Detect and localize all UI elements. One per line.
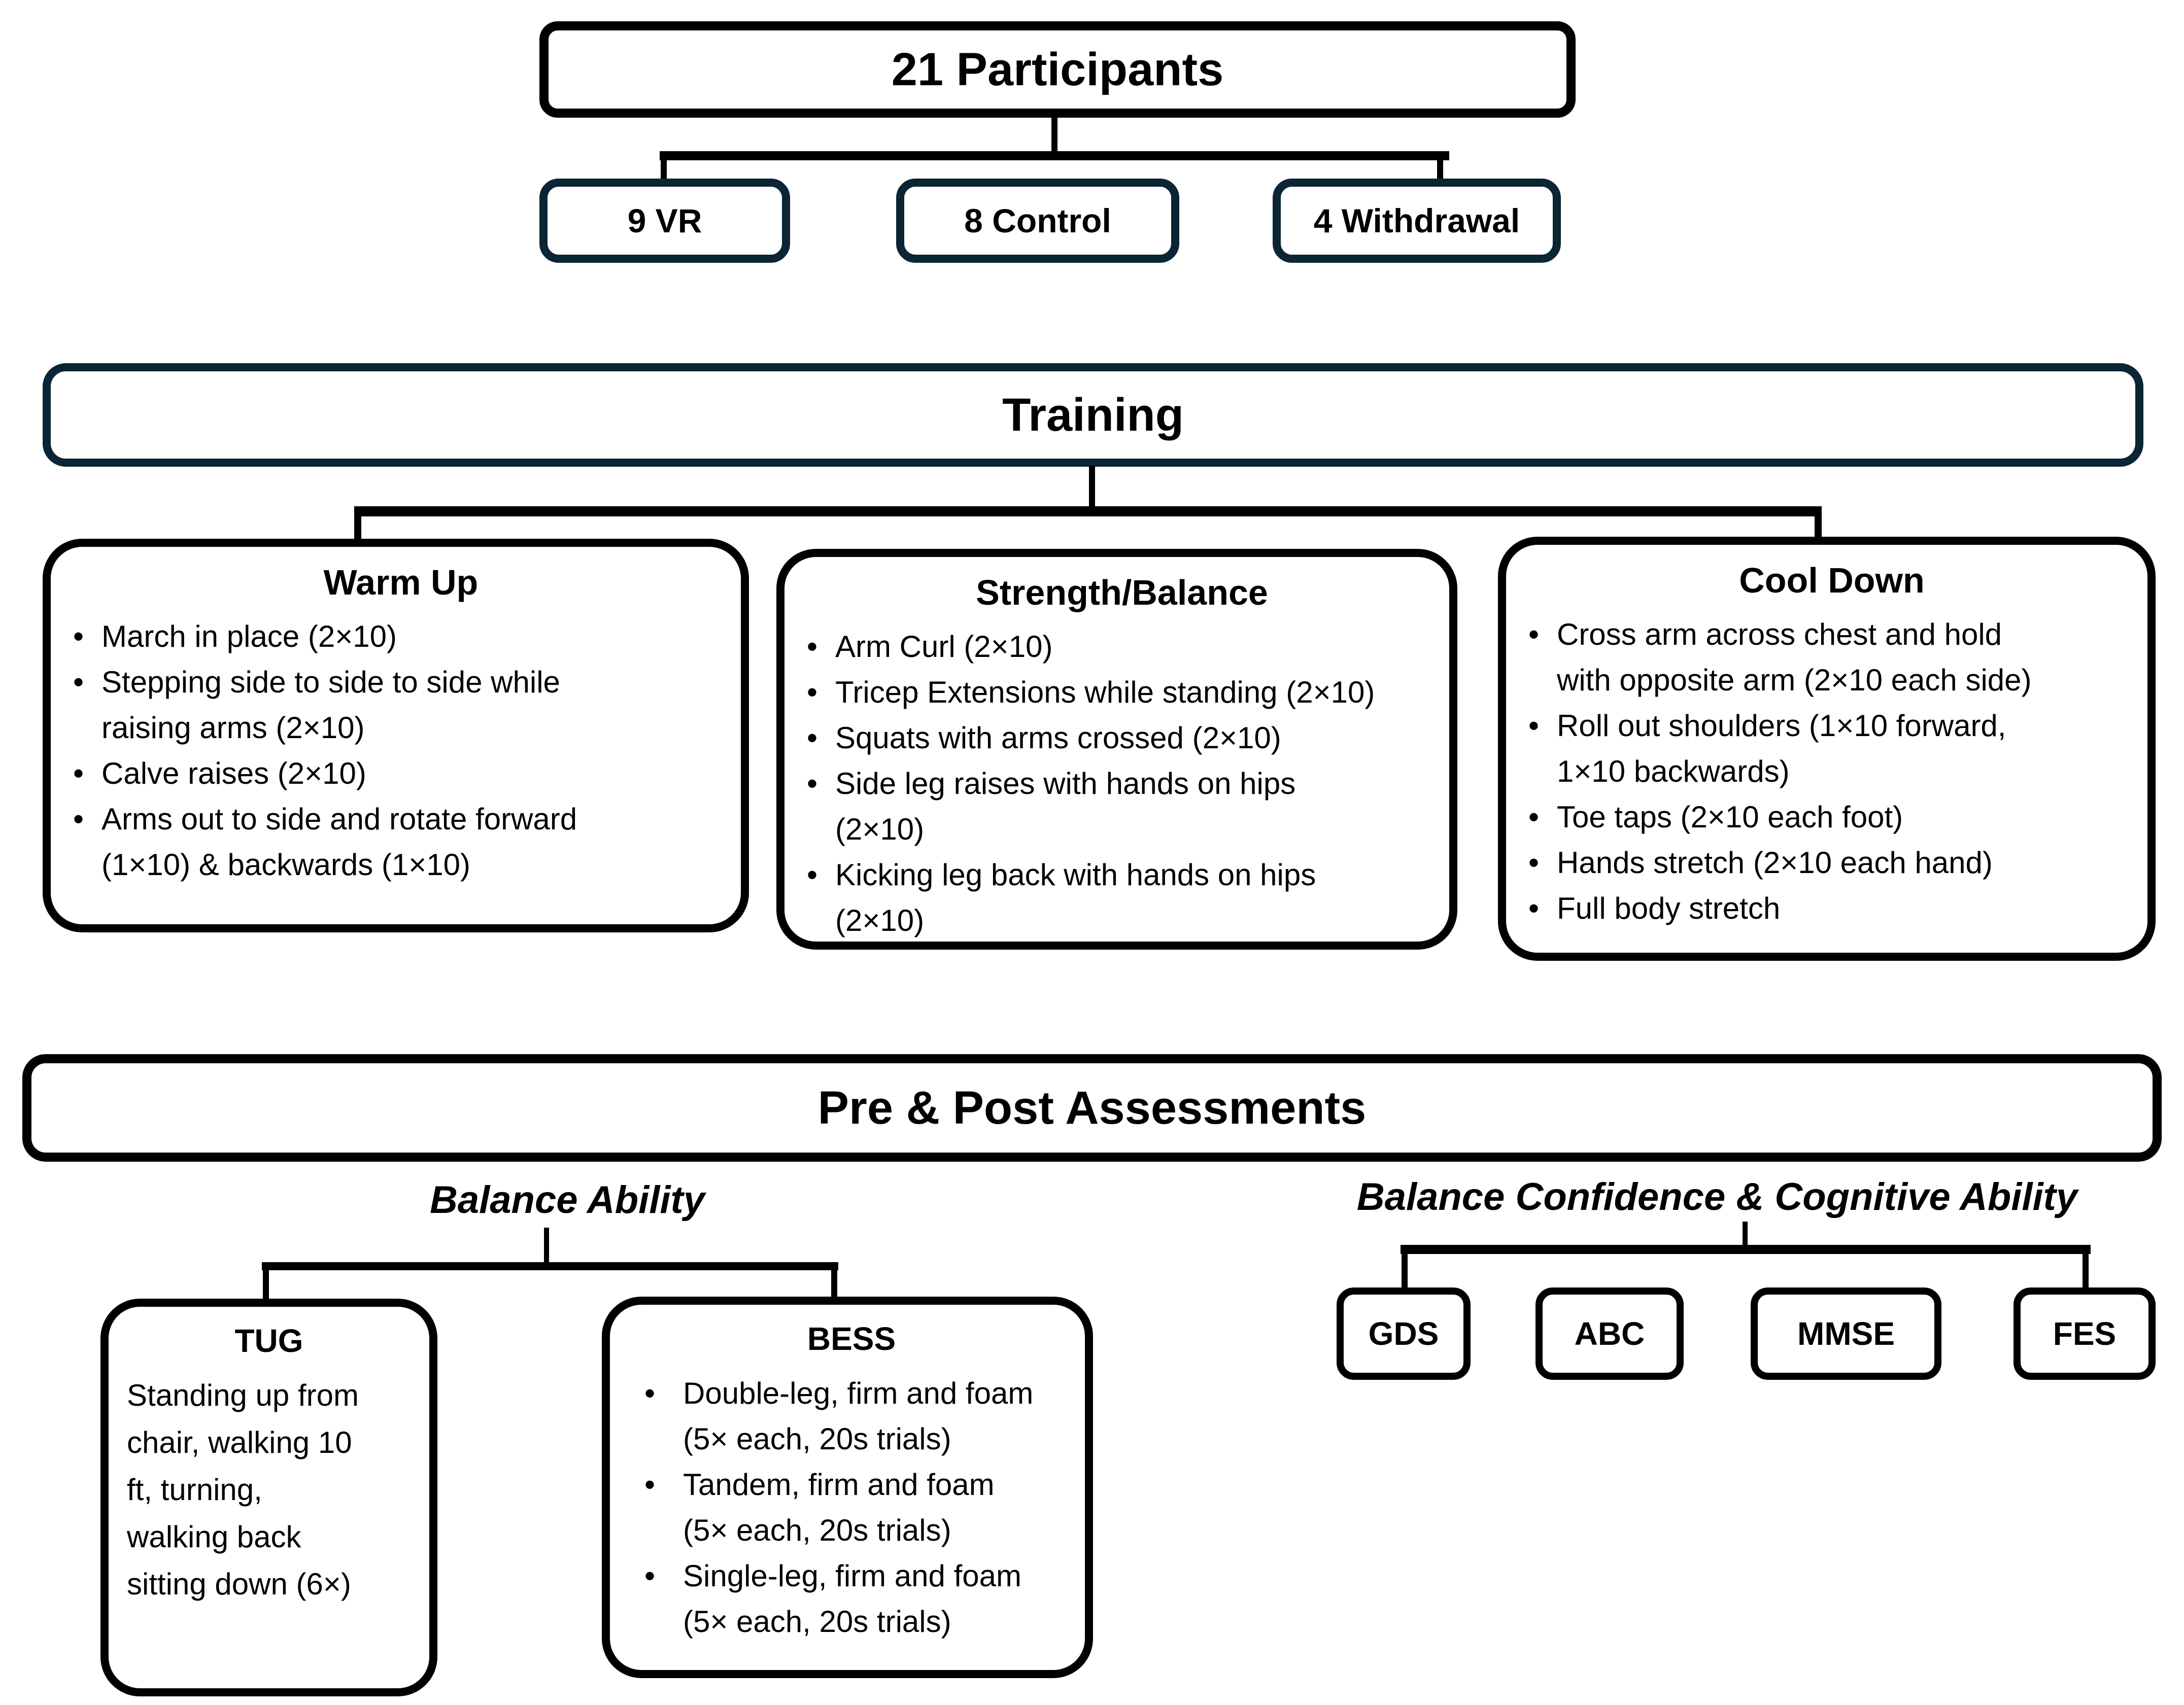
test-box-gds: GDS [1337, 1288, 1471, 1380]
connector-balance-ability-stem [544, 1228, 549, 1267]
training-title-box: Training [43, 363, 2143, 467]
connector-confidence-stem [1743, 1222, 1748, 1251]
group-box-control: 8 Control [896, 179, 1179, 263]
test-box-abc: ABC [1535, 1288, 1684, 1380]
connector-confidence-bar [1401, 1245, 2091, 1254]
list-item: • Full body stretch [1528, 886, 2135, 931]
strength-balance-list: • Arm Curl (2×10) • Tricep Extensions wh… [807, 624, 1437, 944]
strength-balance-title: Strength/Balance [976, 573, 1268, 612]
tug-title: TUG [234, 1323, 303, 1359]
assessments-title-label: Pre & Post Assessments [817, 1082, 1367, 1134]
list-item: • Hands stretch (2×10 each hand) [1528, 840, 2135, 886]
connector-confidence-stub-right [2083, 1251, 2089, 1289]
group-label-withdrawal: 4 Withdrawal [1313, 202, 1520, 239]
connector-participants-bar [660, 151, 1449, 160]
group-box-vr: 9 VR [539, 179, 790, 263]
list-item: • Tricep Extensions while standing (2×10… [807, 670, 1437, 715]
bullet-marker: • [1528, 709, 1540, 743]
bullet-marker: • [73, 802, 84, 836]
balance-ability-heading: Balance Ability [429, 1178, 705, 1222]
tug-panel: TUG Standing up from chair, walking 10 f… [100, 1299, 437, 1696]
bullet-marker: • [644, 1559, 656, 1593]
connector-balance-ability-stub-right [831, 1268, 837, 1299]
bullet-marker: • [807, 630, 818, 664]
list-item: • Double-leg, firm and foam (5× each, 20… [630, 1371, 1073, 1462]
test-box-fes: FES [2014, 1288, 2156, 1380]
test-label-abc: ABC [1574, 1315, 1645, 1352]
connector-participants-stem [1051, 117, 1057, 156]
connector-confidence-stub-left [1402, 1251, 1408, 1289]
bullet-marker: • [644, 1468, 656, 1502]
connector-participants-stub-right [1437, 157, 1443, 182]
list-item: • Arm Curl (2×10) [807, 624, 1437, 670]
connector-balance-ability-bar [262, 1262, 838, 1270]
list-item: • March in place (2×10) [73, 614, 729, 659]
bess-title: BESS [807, 1320, 896, 1357]
list-item: • Arms out to side and rotate forward (1… [73, 796, 729, 888]
list-item: • Single-leg, firm and foam (5× each, 20… [630, 1553, 1073, 1645]
training-title-label: Training [1002, 389, 1184, 441]
warm-up-title: Warm Up [323, 563, 479, 602]
bullet-marker: • [807, 767, 818, 801]
assessments-title-box: Pre & Post Assessments [22, 1054, 2162, 1162]
bullet-marker: • [807, 675, 818, 709]
list-item: • Tandem, firm and foam (5× each, 20s tr… [630, 1462, 1073, 1553]
bullet-marker: • [1528, 800, 1540, 834]
balance-confidence-cognitive-heading: Balance Confidence & Cognitive Ability [1356, 1175, 2078, 1219]
group-label-control: 8 Control [964, 202, 1111, 239]
connector-training-stem [1089, 466, 1095, 510]
list-item: • Calve raises (2×10) [73, 751, 729, 796]
bess-list: • Double-leg, firm and foam (5× each, 20… [630, 1371, 1073, 1645]
cool-down-title: Cool Down [1739, 561, 1925, 600]
list-item: • Toe taps (2×10 each foot) [1528, 794, 2135, 840]
test-label-mmse: MMSE [1797, 1315, 1895, 1352]
list-item: • Side leg raises with hands on hips (2×… [807, 761, 1437, 852]
test-box-mmse: MMSE [1751, 1288, 1941, 1380]
bullet-marker: • [1528, 891, 1540, 925]
list-item: • Roll out shoulders (1×10 forward, 1×10… [1528, 703, 2135, 794]
warm-up-panel: Warm Up • March in place (2×10) • Steppi… [43, 539, 749, 932]
list-item: • Cross arm across chest and hold with o… [1528, 612, 2135, 703]
connector-training-bar [354, 506, 1822, 516]
cool-down-panel: Cool Down • Cross arm across chest and h… [1498, 537, 2156, 961]
strength-balance-panel: Strength/Balance • Arm Curl (2×10) • Tri… [776, 549, 1457, 950]
test-label-gds: GDS [1368, 1315, 1439, 1352]
list-item: • Squats with arms crossed (2×10) [807, 715, 1437, 761]
bess-panel: BESS • Double-leg, firm and foam (5× eac… [602, 1297, 1093, 1678]
group-label-vr: 9 VR [627, 202, 702, 239]
cool-down-list: • Cross arm across chest and hold with o… [1528, 612, 2135, 931]
bullet-marker: • [73, 665, 84, 699]
participants-total-label: 21 Participants [891, 43, 1224, 95]
connector-balance-ability-stub-left [263, 1268, 269, 1301]
list-item: • Stepping side to side to side while ra… [73, 659, 729, 751]
list-item: • Kicking leg back with hands on hips (2… [807, 852, 1437, 944]
bullet-marker: • [73, 619, 84, 653]
bullet-marker: • [807, 721, 818, 755]
bullet-marker: • [1528, 846, 1540, 880]
bullet-marker: • [1528, 617, 1540, 651]
bullet-marker: • [644, 1376, 656, 1410]
bullet-marker: • [73, 756, 84, 790]
warm-up-list: • March in place (2×10) • Stepping side … [73, 614, 729, 888]
connector-training-stub-right [1815, 514, 1822, 539]
test-label-fes: FES [2053, 1315, 2117, 1352]
participants-total-box: 21 Participants [539, 21, 1576, 118]
connector-participants-stub-left [661, 157, 667, 182]
group-box-withdrawal: 4 Withdrawal [1273, 179, 1561, 263]
bullet-marker: • [807, 858, 818, 892]
tug-description: Standing up from chair, walking 10 ft, t… [127, 1378, 359, 1601]
